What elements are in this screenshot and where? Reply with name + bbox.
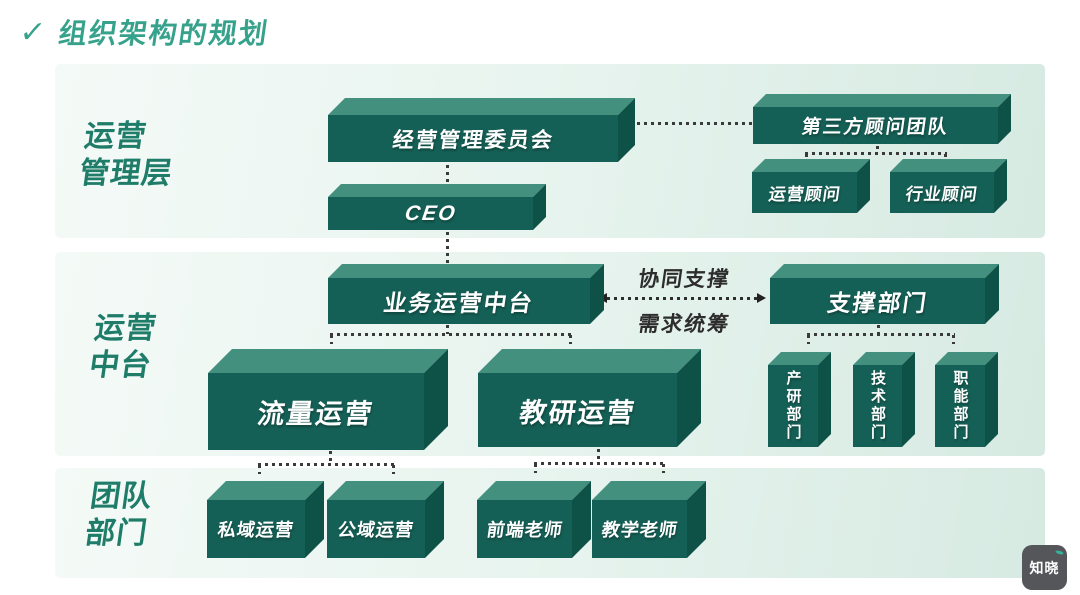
org-box-label: 职能部门 bbox=[951, 370, 969, 442]
page-title: ✓ 组织架构的规划 bbox=[17, 12, 272, 52]
band-label-middle: 运营 中台 bbox=[87, 310, 159, 384]
dotted-connector bbox=[446, 232, 449, 265]
org-box-label: 第三方顾问团队 bbox=[800, 117, 951, 138]
org-box-traffic-ops: 流量运营 bbox=[208, 373, 424, 450]
page-title-text: 组织架构的规划 bbox=[56, 18, 272, 49]
dotted-connector bbox=[805, 152, 947, 155]
dotted-connector bbox=[446, 325, 449, 334]
dotted-connector bbox=[952, 335, 955, 344]
dotted-connector bbox=[534, 462, 665, 465]
org-box-research-ops: 教研运营 bbox=[478, 373, 677, 447]
org-box-label: 业务运营中台 bbox=[381, 290, 536, 316]
org-box-label: 流量运营 bbox=[255, 399, 376, 429]
dotted-connector bbox=[637, 122, 752, 125]
org-box-functional-dept: 职能部门 bbox=[935, 365, 985, 447]
org-box-tech-dept: 技术部门 bbox=[853, 365, 902, 447]
dotted-connector bbox=[597, 449, 600, 462]
org-box-label: 私域运营 bbox=[216, 520, 296, 540]
org-box-teaching-teacher: 教学老师 bbox=[592, 500, 687, 558]
zhixiao-logo-text: 知晓 bbox=[1029, 559, 1060, 576]
org-box-committee: 经营管理委员会 bbox=[328, 115, 618, 162]
org-box-label: 产研部门 bbox=[784, 370, 802, 442]
org-box-label: 技术部门 bbox=[869, 370, 886, 442]
band-label-line: 运营 bbox=[82, 120, 149, 153]
org-box-product-rd-dept: 产研部门 bbox=[768, 365, 818, 447]
double-arrow-icon bbox=[598, 293, 766, 303]
collab-arrow-top-label: 协同支撑 bbox=[636, 268, 732, 291]
org-box-label: CEO bbox=[403, 201, 458, 225]
band-label-line: 管理层 bbox=[77, 157, 175, 190]
collab-arrow-bottom-label: 需求统筹 bbox=[636, 313, 732, 336]
org-box-frontend-teacher: 前端老师 bbox=[477, 500, 572, 558]
band-label-line: 团队 bbox=[88, 480, 155, 513]
org-box-label: 支撑部门 bbox=[825, 290, 930, 316]
org-box-label: 经营管理委员会 bbox=[390, 128, 555, 152]
org-box-ops-consultant: 运营顾问 bbox=[752, 172, 857, 213]
org-box-public-domain-ops: 公域运营 bbox=[327, 500, 425, 558]
sprout-icon bbox=[1055, 549, 1064, 556]
dotted-connector bbox=[807, 335, 810, 344]
dotted-connector bbox=[330, 333, 572, 336]
dotted-connector bbox=[877, 325, 880, 334]
dotted-connector bbox=[569, 335, 572, 344]
org-box-label: 运营顾问 bbox=[766, 185, 842, 204]
dotted-connector bbox=[446, 165, 449, 186]
org-box-third-party-team: 第三方顾问团队 bbox=[753, 107, 998, 144]
org-box-industry-consultant: 行业顾问 bbox=[890, 172, 994, 213]
dotted-connector bbox=[258, 463, 395, 466]
zhixiao-logo-badge: 知晓 bbox=[1022, 545, 1067, 590]
dotted-connector bbox=[258, 465, 261, 474]
org-box-label: 前端老师 bbox=[484, 520, 564, 540]
org-box-label: 教学老师 bbox=[599, 520, 679, 540]
dotted-connector bbox=[876, 146, 879, 153]
band-label-line: 运营 bbox=[92, 312, 159, 345]
org-box-private-domain-ops: 私域运营 bbox=[207, 500, 305, 558]
dotted-connector bbox=[330, 335, 333, 344]
dotted-connector bbox=[807, 333, 955, 336]
dotted-connector bbox=[534, 464, 537, 473]
org-box-label: 教研运营 bbox=[517, 397, 638, 428]
org-box-label: 公域运营 bbox=[336, 520, 416, 540]
org-box-ceo: CEO bbox=[328, 197, 533, 230]
dotted-connector bbox=[392, 465, 395, 474]
dotted-connector bbox=[329, 451, 332, 463]
band-label-management: 运营 管理层 bbox=[77, 118, 180, 192]
band-label-line: 部门 bbox=[83, 517, 150, 550]
band-label-team: 团队 部门 bbox=[83, 478, 155, 552]
org-box-biz-ops-platform: 业务运营中台 bbox=[328, 278, 590, 324]
arrowhead-right-icon bbox=[757, 293, 766, 303]
checkmark-icon: ✓ bbox=[17, 15, 48, 49]
org-box-support-dept: 支撑部门 bbox=[770, 278, 985, 324]
dotted-connector bbox=[662, 464, 665, 473]
band-label-line: 中台 bbox=[87, 349, 154, 382]
org-box-label: 行业顾问 bbox=[904, 185, 980, 204]
